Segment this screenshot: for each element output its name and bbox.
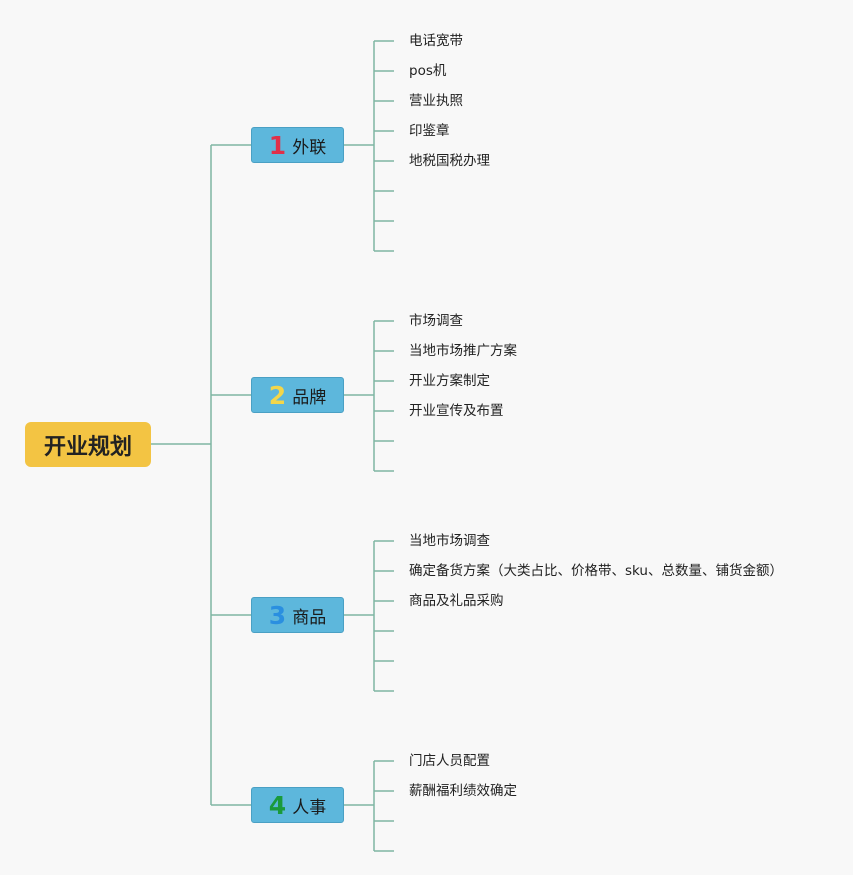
leaf-topic[interactable]: 地税国税办理 <box>409 153 490 169</box>
branch-topic-brand[interactable]: 2 品牌 <box>251 377 344 413</box>
branch-topic-personnel[interactable]: 4 人事 <box>251 787 344 823</box>
leaf-topic[interactable]: 当地市场调查 <box>409 533 490 549</box>
root-topic[interactable]: 开业规划 <box>25 422 151 467</box>
leaf-topic[interactable]: 商品及礼品采购 <box>409 593 504 609</box>
leaf-topic[interactable]: 印鉴章 <box>409 123 450 139</box>
branch-topic-merchandise[interactable]: 3 商品 <box>251 597 344 633</box>
number-2-icon: 2 <box>268 380 287 410</box>
branch-topic-outreach[interactable]: 1 外联 <box>251 127 344 163</box>
leaf-topic[interactable]: 营业执照 <box>409 93 463 109</box>
leaf-topic[interactable]: 门店人员配置 <box>409 753 490 769</box>
number-4-icon: 4 <box>268 790 287 820</box>
leaf-topic[interactable]: 开业方案制定 <box>409 373 490 389</box>
branch-label: 品牌 <box>292 387 327 408</box>
number-3-icon: 3 <box>268 600 287 630</box>
root-topic-label: 开业规划 <box>43 434 132 460</box>
number-1-icon: 1 <box>268 130 287 160</box>
leaf-topic[interactable]: 市场调查 <box>409 313 463 329</box>
branch-label: 人事 <box>292 797 327 818</box>
leaf-topic[interactable]: 电话宽带 <box>409 33 463 49</box>
branch-label: 外联 <box>292 137 327 158</box>
leaf-topic[interactable]: pos机 <box>409 63 447 79</box>
leaf-topic[interactable]: 开业宣传及布置 <box>409 403 504 419</box>
branch-label: 商品 <box>292 607 327 628</box>
leaf-topic[interactable]: 确定备货方案（大类占比、价格带、sku、总数量、铺货金额） <box>409 563 783 579</box>
leaf-topic[interactable]: 当地市场推广方案 <box>409 343 517 359</box>
leaf-topic[interactable]: 薪酬福利绩效确定 <box>409 783 517 799</box>
